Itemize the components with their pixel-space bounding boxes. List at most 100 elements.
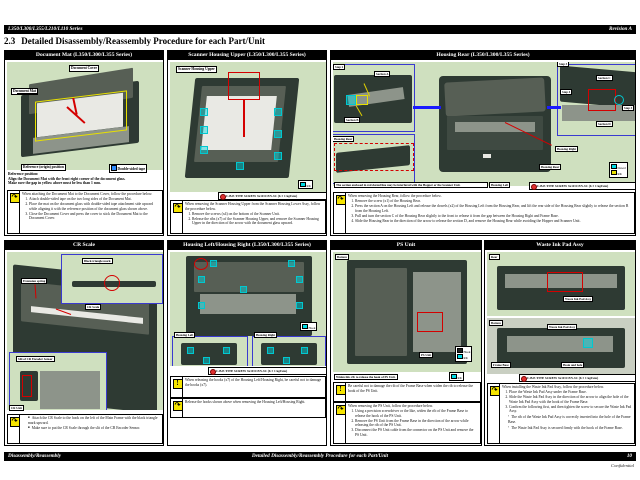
cr-scale-note: ↷ Attach the CR Scale to the hook on the… [7, 414, 163, 444]
note-body: When installing the Waste Ink Pad Assy, … [500, 384, 634, 443]
note-icon-cell: ↷ [334, 403, 346, 443]
housing-rear-inset-step2: Section A Section B [333, 64, 415, 132]
housing-rear-photo: Section A Section B Step 2 Housing Rear [333, 62, 635, 186]
housing-left-inset [172, 336, 248, 366]
waste-ink-pad-photo-rear: Rear Waste Ink Pad Assy [487, 252, 635, 316]
note-step: Release the ribs (x7) of the Scanner Hou… [192, 217, 323, 226]
label-bottom: Bottom [489, 320, 503, 327]
note-intro: When removing the PS Unit, follow the pr… [348, 404, 433, 408]
panel-ps-unit: PS Unit Bottom PS Unit Hook Rib Widen th… [330, 240, 482, 446]
page-footer: Disassembly/Reassembly Detailed Disassem… [4, 452, 636, 461]
label-section-b: Section B [344, 117, 361, 124]
label-black-triangle-mark: Black triangle mark [82, 258, 113, 265]
panel-housing-rear: Housing Rear (L350/L300/L355 Series) Sec… [330, 50, 636, 236]
housing-right-inset [252, 336, 326, 366]
label-hook-and-hole: Hook and hole [561, 362, 585, 369]
label-cr-unit: CR Unit [9, 405, 25, 412]
reference-line-1: Align the Document Mat with the front ri… [8, 176, 126, 181]
note-text: Release the hooks shown above when remov… [185, 400, 306, 404]
housing-left-right-photo: Hook Housing Left Housing Right [170, 252, 326, 366]
label-step4: Step 4 [560, 89, 573, 96]
label-step2: Step 2 [333, 64, 346, 71]
note-step: Remove the PS Unit from the Frame Base i… [355, 419, 478, 428]
document-mat-photo: Document Cover Document Mat [7, 62, 163, 170]
label-step3-outer: Step 3 [557, 62, 570, 68]
legend-rib: Rib [617, 171, 622, 176]
note-step: Disconnect the PS Unit cable from the co… [355, 428, 478, 437]
note-intro: When installing the Waste Ink Pad Assy, … [502, 385, 604, 389]
adjustment-icon: ↷ [489, 385, 500, 396]
label-housing-rear-inset: Housing Rear [333, 136, 355, 143]
note-intro: When removing the Housing Rear, follow t… [348, 194, 442, 198]
document-mat-note: ↷ When attaching the Document Mat to the… [7, 190, 163, 234]
footer-page-number: 10 [626, 453, 632, 459]
legend-hook: Hook [308, 325, 316, 330]
ps-unit-note: ↷ When removing the PS Unit, follow the … [333, 402, 481, 444]
housing-rear-inset-part: Housing Rear [333, 134, 415, 184]
ps-unit-caption: Widen this rib to release the hook of PS… [334, 374, 398, 381]
housing-left-right-caution: ! When releasing the hooks (x7) of the H… [170, 376, 326, 398]
panel-housing-left-right-title: Housing Left/Housing Right (L350/L300/L3… [168, 241, 326, 250]
label-housing-left: Housing Left [174, 332, 196, 339]
panel-waste-ink-pad: Waste Ink Pad Assy Rear Waste Ink Pad As… [484, 240, 636, 446]
scanner-housing-upper-note: ↷ When removing the Scanner Housing Uppe… [170, 200, 326, 234]
label-step3: Step 3 [622, 105, 635, 112]
note-step: Using a precision screwdriver or the lik… [355, 409, 478, 418]
note-icon-cell: ↷ [171, 201, 183, 233]
running-head: L350/L300/L355/L210/L110 Series Revision… [4, 25, 636, 34]
scanner-housing-upper-photo: Scanner Housing Upper [170, 62, 326, 192]
adjustment-icon: ↷ [172, 202, 183, 213]
label-document-mat: Document Mat [11, 88, 39, 95]
housing-rear-inset-step34: Section C Section D Step 4 Step 3 [557, 64, 635, 136]
note-icon-cell: ↷ [8, 191, 20, 233]
label-housing-rear: Housing Rear [539, 164, 562, 171]
cr-scale-inset-triangle: Black triangle mark [61, 254, 163, 304]
legend-dowel: Dowel [617, 165, 626, 170]
adjustment-icon: ↷ [9, 416, 20, 427]
note-body: When removing the Scanner Housing Upper … [183, 201, 325, 233]
label-slit-of-cr-encoder-sensor: Slit of CR Encoder Sensor [16, 356, 55, 363]
panel-scanner-housing-upper-title: Scanner Housing Upper (L350/L300/L355 Se… [168, 51, 326, 60]
running-head-left: L350/L300/L355/L210/L110 Series [8, 26, 83, 32]
note-intro: When attaching the Document Mat to the D… [22, 192, 153, 196]
note-body: When removing the Housing Rear, follow t… [346, 193, 634, 233]
section-title: Detailed Disassembly/Reassembly Procedur… [21, 36, 265, 46]
note-step: Place the Waste Ink Pad Assy under the F… [509, 390, 632, 395]
waste-ink-pad-note: ↷ When installing the Waste Ink Pad Assy… [487, 383, 635, 444]
legend-hook: Hook [463, 349, 471, 354]
note-bullet: Make sure to put the CR Scale through th… [28, 426, 160, 431]
panel-document-mat-title: Document Mat (L350/L300/L355 Series) [5, 51, 163, 60]
note-step: Slide the Housing Rear in the direction … [355, 219, 632, 224]
label-reference-position: Reference (origin) position [21, 164, 66, 171]
note-step: Close the Document Cover and press the c… [29, 212, 160, 221]
confidential-mark: Confidential [611, 463, 634, 468]
screw-spec-housing-rear: C.B.P-TITE SCREW 3x10 F/ZN-3C (6 ± 1 kgf… [529, 182, 635, 190]
label-waste-ink-pad-assy-rear: Waste Ink Pad Assy [563, 296, 594, 303]
section-number: 2.3 [4, 36, 16, 46]
ps-unit-photo: Bottom PS Unit Hook Rib [333, 252, 481, 372]
label-section-a: Section A [374, 71, 391, 78]
panel-cr-scale: CR Scale Black triangle mark Extension s… [4, 240, 164, 446]
caution-text: Be careful not to damage the rib of the … [348, 384, 474, 393]
reference-heading: Reference position: [8, 172, 39, 176]
page-title: 2.3 Detailed Disassembly/Reassembly Proce… [4, 36, 265, 46]
label-extension-spring: Extension spring [21, 278, 48, 285]
note-body: When removing the PS Unit, follow the pr… [346, 403, 480, 443]
ps-unit-legend: Hook Rib [455, 346, 473, 362]
note-body: Attach the CR Scale to the hook on the l… [20, 415, 162, 443]
note-step: Remove the screws (x4) on the bottom of … [192, 212, 323, 217]
housing-rear-caption: The section enclosed in red dotted line … [334, 182, 488, 189]
housing-hook-legend: Hook [300, 322, 318, 332]
note-step: Pull and turn the section C of the Housi… [355, 214, 632, 219]
cr-scale-photo: Black triangle mark Extension spring CR … [7, 252, 163, 410]
housing-left-right-note: ↷ Release the hooks shown above when rem… [170, 398, 326, 418]
note-icon-cell: ↷ [171, 399, 183, 417]
note-step: Confirm the following first, and then ti… [509, 405, 632, 414]
caution-icon: ! [172, 378, 183, 389]
running-head-right: Revision A [608, 26, 632, 32]
label-ps-unit: PS Unit [419, 352, 434, 359]
adjustment-icon: ↷ [335, 194, 346, 205]
legend-rib: Rib [306, 183, 311, 188]
ps-unit-caution: ! Be careful not to damage the rib of th… [333, 382, 481, 402]
